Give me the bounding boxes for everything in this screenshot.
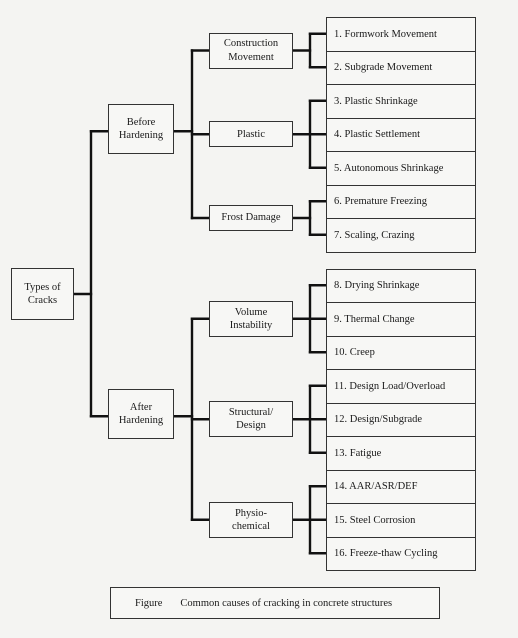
- leaf-node: 11. Design Load/Overload: [326, 369, 476, 404]
- leaf-node: 3. Plastic Shrinkage: [326, 84, 476, 119]
- leaf-node: 10. Creep: [326, 335, 476, 370]
- leaf-node: 16. Freeze-thaw Cycling: [326, 536, 476, 571]
- group-node: After Hardening: [108, 389, 174, 440]
- leaf-node: 15. Steel Corrosion: [326, 503, 476, 538]
- figure-caption: Figure Common causes of cracking in conc…: [110, 587, 440, 619]
- leaf-node: 13. Fatigue: [326, 436, 476, 471]
- category-node: Structural/ Design: [209, 401, 293, 438]
- leaf-node: 7. Scaling, Crazing: [326, 218, 476, 253]
- caption-text: Common causes of cracking in concrete st…: [180, 597, 393, 609]
- category-node: Volume Instability: [209, 300, 293, 337]
- leaf-node: 8. Drying Shrinkage: [326, 268, 476, 303]
- group-node: Before Hardening: [108, 104, 174, 155]
- leaf-node: 2. Subgrade Movement: [326, 50, 476, 85]
- leaf-node: 9. Thermal Change: [326, 302, 476, 337]
- leaf-node: 5. Autonomous Shrinkage: [326, 151, 476, 186]
- leaf-node: 12. Design/Subgrade: [326, 402, 476, 437]
- category-node: Construction Movement: [209, 32, 293, 69]
- leaf-node: 6. Premature Freezing: [326, 184, 476, 219]
- leaf-node: 4. Plastic Settlement: [326, 117, 476, 152]
- leaf-node: 1. Formwork Movement: [326, 17, 476, 52]
- root-node: Types of Cracks: [11, 268, 74, 320]
- caption-label: Figure: [135, 597, 163, 609]
- category-node: Plastic: [209, 121, 293, 148]
- category-node: Physio- chemical: [209, 501, 293, 538]
- category-node: Frost Damage: [209, 205, 293, 231]
- leaf-node: 14. AAR/ASR/DEF: [326, 469, 476, 504]
